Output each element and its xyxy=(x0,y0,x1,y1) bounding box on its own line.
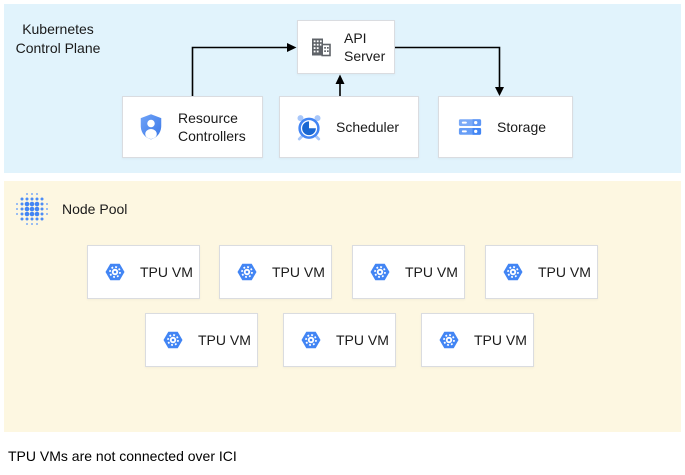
tpu-vm-node: TPU VM xyxy=(145,313,258,367)
tpu-icon xyxy=(501,260,525,284)
control-plane-label-line1: Kubernetes xyxy=(22,21,94,37)
tpu-vm-label: TPU VM xyxy=(140,264,193,280)
resource-controllers-label: Resource Controllers xyxy=(178,110,246,144)
resource-controllers-node: Resource Controllers xyxy=(122,96,263,158)
building-icon xyxy=(309,35,333,59)
tpu-vm-node: TPU VM xyxy=(219,245,332,299)
tpu-icon xyxy=(368,260,392,284)
server-stack-icon xyxy=(456,113,484,141)
tpu-icon xyxy=(235,260,259,284)
clock-icon xyxy=(294,112,324,142)
scheduler-node: Scheduler xyxy=(279,96,419,158)
storage-label: Storage xyxy=(497,119,547,135)
node-pool-section xyxy=(4,181,681,432)
tpu-vm-node: TPU VM xyxy=(283,313,396,367)
storage-node: Storage xyxy=(438,96,573,158)
tpu-vm-node: TPU VM xyxy=(87,245,200,299)
scheduler-label: Scheduler xyxy=(336,119,400,135)
footer-note: TPU VMs are not connected over ICI xyxy=(8,448,237,464)
control-plane-label: Kubernetes Control Plane xyxy=(12,20,104,58)
tpu-vm-label: TPU VM xyxy=(272,264,325,280)
tpu-icon xyxy=(103,260,127,284)
tpu-vm-node: TPU VM xyxy=(421,313,534,367)
tpu-vm-label: TPU VM xyxy=(336,332,389,348)
control-plane-label-line2: Control Plane xyxy=(15,40,101,56)
tpu-vm-label: TPU VM xyxy=(474,332,527,348)
tpu-vm-label: TPU VM xyxy=(405,264,458,280)
tpu-icon xyxy=(299,328,323,352)
tpu-icon xyxy=(161,328,185,352)
tpu-icon xyxy=(437,328,461,352)
node-pool-label: Node Pool xyxy=(62,201,128,217)
tpu-vm-node: TPU VM xyxy=(485,245,598,299)
dot-cluster-icon xyxy=(12,189,52,229)
tpu-vm-label: TPU VM xyxy=(538,264,591,280)
api-server-label: API Server xyxy=(344,30,386,64)
shield-user-icon xyxy=(136,112,166,142)
tpu-vm-node: TPU VM xyxy=(352,245,465,299)
api-server-node: API Server xyxy=(297,20,395,74)
tpu-vm-label: TPU VM xyxy=(198,332,251,348)
